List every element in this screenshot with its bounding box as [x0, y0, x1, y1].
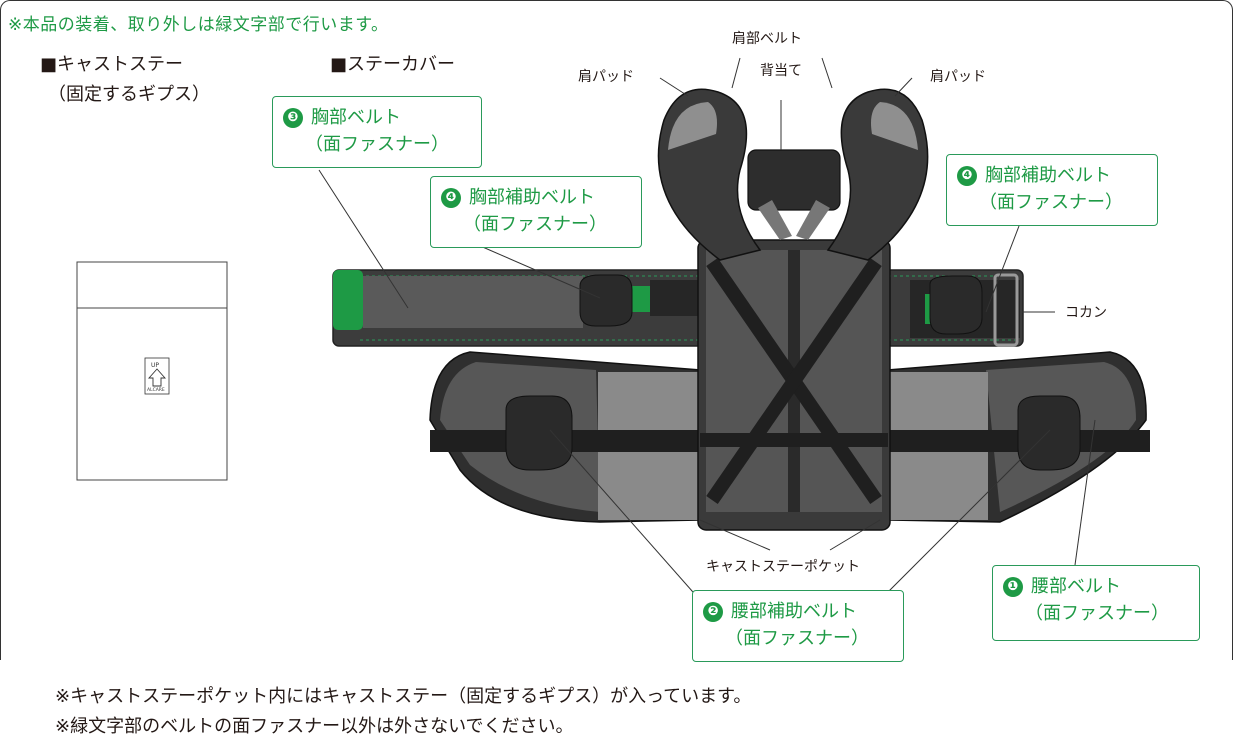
back-panel	[697, 239, 891, 531]
footnote-1: ※キャストステーポケット内にはキャストステー（固定するギプス）が入っています。	[55, 686, 752, 707]
chest-belt	[332, 269, 1024, 347]
number-4-icon: ❹	[957, 165, 977, 186]
label-cast-pocket: キャストステーポケット	[706, 559, 860, 575]
footnote-2: ※緑文字部のベルトの面ファスナー以外は外さないでください。	[55, 716, 574, 737]
shoulder-straps	[657, 88, 929, 261]
stay-cover-title: ■ステーカバー	[330, 54, 456, 75]
label-kokan: コカン	[1065, 305, 1107, 321]
number-2-icon: ❷	[703, 601, 723, 622]
cover-tag-up: UP	[151, 362, 159, 369]
cast-stay-title: ■キャストステー	[40, 54, 184, 75]
top-note: ※本品の装着、取り外しは緑文字部で行います。	[8, 15, 389, 35]
lumbar-belt	[429, 351, 1150, 523]
number-1-icon: ❶	[1003, 576, 1023, 597]
number-4-icon: ❹	[441, 187, 461, 208]
label-shoulder-belt: 肩部ベルト	[732, 31, 802, 47]
leader-lines	[318, 57, 1096, 601]
label-shoulder-pad-left: 肩パッド	[578, 69, 634, 85]
diagram-frame	[0, 0, 1233, 660]
number-3-icon: ❸	[283, 107, 303, 128]
label-back-pad: 背当て	[760, 63, 802, 79]
cast-stay-subtitle: （固定するギプス）	[48, 84, 210, 105]
label-shoulder-pad-right: 肩パッド	[930, 69, 986, 85]
cover-tag-brand: ALCARE	[147, 387, 165, 393]
stay-cover: UP ALCARE	[76, 261, 228, 481]
